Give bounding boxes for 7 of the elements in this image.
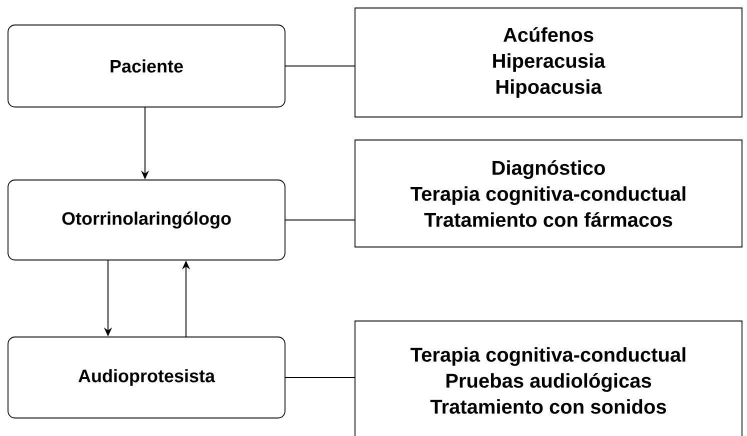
description-box: Diagnóstico Terapia cognitiva-conductual Tratamiento con fármacos [354, 140, 742, 248]
connector-line [284, 377, 356, 378]
description-box: Acúfenos Hiperacusia Hipoacusia [354, 8, 742, 118]
process-box: Paciente [8, 24, 286, 108]
description-box: Terapia cognitiva-conductual Pruebas audiológicas Tratamiento con sonidos [354, 320, 742, 436]
process-box: Audioprotesista [8, 336, 286, 418]
process-box: Otorrinolaringólogo [8, 180, 286, 260]
